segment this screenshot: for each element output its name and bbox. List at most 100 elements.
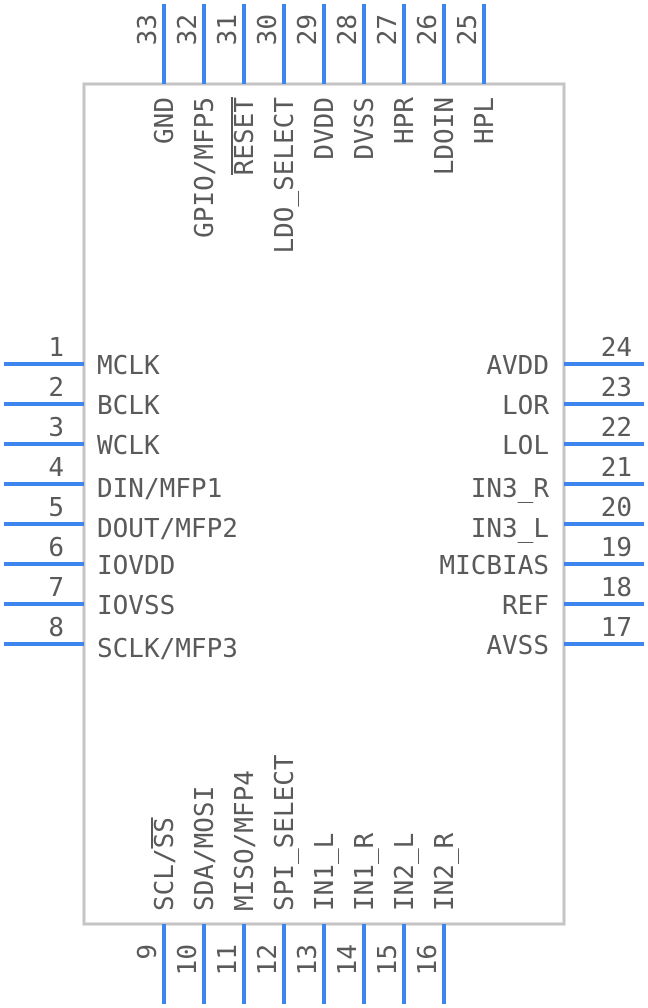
pin-number: 27 (373, 14, 403, 45)
pin-label: MCLK (97, 351, 160, 381)
pin-label: BCLK (97, 391, 160, 421)
pin-label: SCL/SS (150, 817, 180, 911)
pin-label: DVSS (350, 97, 380, 160)
pin-label: IN3_L (471, 514, 549, 544)
pin-label: AVSS (486, 631, 549, 661)
pins-layer: 1MCLK2BCLK3WCLK4DIN/MFP15DOUT/MFP26IOVDD… (4, 4, 644, 1004)
pin-number: 23 (601, 373, 632, 403)
pin-label: LDOIN (430, 97, 460, 175)
pin-number: 5 (48, 493, 64, 523)
pin-number: 32 (173, 14, 203, 45)
pin-number: 16 (413, 944, 443, 975)
pin-label: WCLK (97, 431, 160, 461)
pin-label: DOUT/MFP2 (97, 514, 238, 544)
pin-number: 3 (48, 413, 64, 443)
pin-10-sda-mosi: 10 SDA/MOSI (173, 786, 220, 1004)
ic-body-outline (82, 82, 566, 926)
pin-label: IN1_R (350, 832, 380, 911)
pin-number: 10 (173, 944, 203, 975)
pin-number: 31 (213, 14, 243, 45)
pin-number: 20 (601, 493, 632, 523)
pin-13-in1-l: 13 IN1_L (293, 833, 340, 1004)
pin-label: IOVSS (97, 591, 175, 621)
pin-number: 9 (133, 944, 163, 960)
pin-number: 7 (48, 573, 64, 603)
pin-label: SPI_SELECT (270, 754, 300, 911)
pin-9-scl-ss: 9 SCL/SS (133, 817, 180, 1004)
pin-number: 15 (373, 944, 403, 975)
pin-label: AVDD (486, 351, 549, 381)
pin-number: 6 (48, 533, 64, 563)
pin-label: IN3_R (471, 474, 550, 504)
pin-number: 21 (601, 453, 632, 483)
pin-label: REF (502, 591, 549, 621)
pin-number: 29 (293, 14, 323, 45)
pin-number: 4 (48, 453, 64, 483)
pin-label: RESET (230, 97, 260, 176)
pin-number: 18 (601, 573, 632, 603)
pin-number: 26 (413, 14, 443, 45)
pin-label: SCLK/MFP3 (97, 634, 238, 664)
pin-label: GND (150, 97, 180, 144)
pin-number: 1 (48, 333, 64, 363)
pin-label: HPL (470, 97, 500, 144)
pin-label: GPIO/MFP5 (190, 97, 220, 238)
pin-number: 24 (601, 333, 632, 363)
pin-15-in2-l: 15 IN2_L (373, 833, 420, 1004)
pin-label: IN2_R (430, 832, 460, 911)
pin-14-in1-r: 14 IN1_R (333, 832, 380, 1004)
pin-label: IN1_L (310, 833, 340, 911)
pin-number: 30 (253, 14, 283, 45)
pin-label: IN2_L (390, 833, 420, 911)
pin-label: LDO_SELECT (270, 97, 300, 254)
pin-12-spi-select: 12 SPI_SELECT (253, 754, 300, 1004)
pin-number: 2 (48, 373, 64, 403)
pin-label: LOR (502, 391, 549, 421)
pin-11-miso-mfp4: 11 MISO/MFP4 (213, 770, 260, 1004)
pin-number: 12 (253, 944, 283, 975)
pin-number: 25 (453, 14, 483, 45)
pin-number: 22 (601, 413, 632, 443)
pin-number: 33 (133, 14, 163, 45)
pin-label: MISO/MFP4 (230, 770, 260, 911)
pin-number: 19 (601, 533, 632, 563)
pin-label: SDA/MOSI (190, 786, 220, 911)
pin-number: 8 (48, 613, 64, 643)
pin-number: 17 (601, 613, 632, 643)
pin-label: MICBIAS (439, 551, 549, 581)
pin-label: LOL (502, 431, 549, 461)
pin-number: 11 (213, 944, 243, 975)
pin-label: DVDD (310, 97, 340, 160)
pin-label: IOVDD (97, 551, 175, 581)
pin-number: 13 (293, 944, 323, 975)
pin-label: HPR (390, 97, 420, 144)
pin-number: 14 (333, 944, 363, 975)
pin-number: 28 (333, 14, 363, 45)
